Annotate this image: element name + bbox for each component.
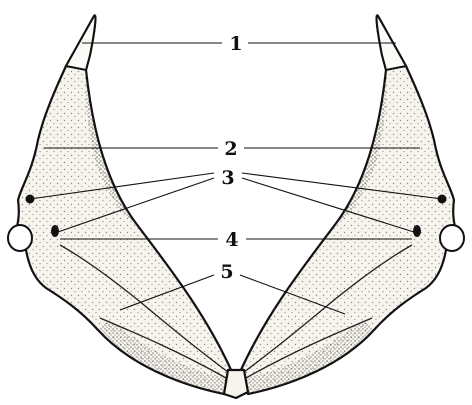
right-condyle [440, 225, 464, 251]
left-bone-half [8, 15, 232, 394]
label-5: 5 [220, 261, 233, 283]
label-1: 1 [229, 33, 242, 55]
label-4: 4 [225, 229, 238, 251]
label-2: 2 [224, 138, 237, 160]
left-foramen-lower [51, 225, 59, 237]
right-bone-half [240, 15, 464, 394]
symphysis [224, 370, 248, 398]
left-condyle [8, 225, 32, 251]
label-3: 3 [221, 167, 234, 189]
right-foramen-lower [413, 225, 421, 237]
